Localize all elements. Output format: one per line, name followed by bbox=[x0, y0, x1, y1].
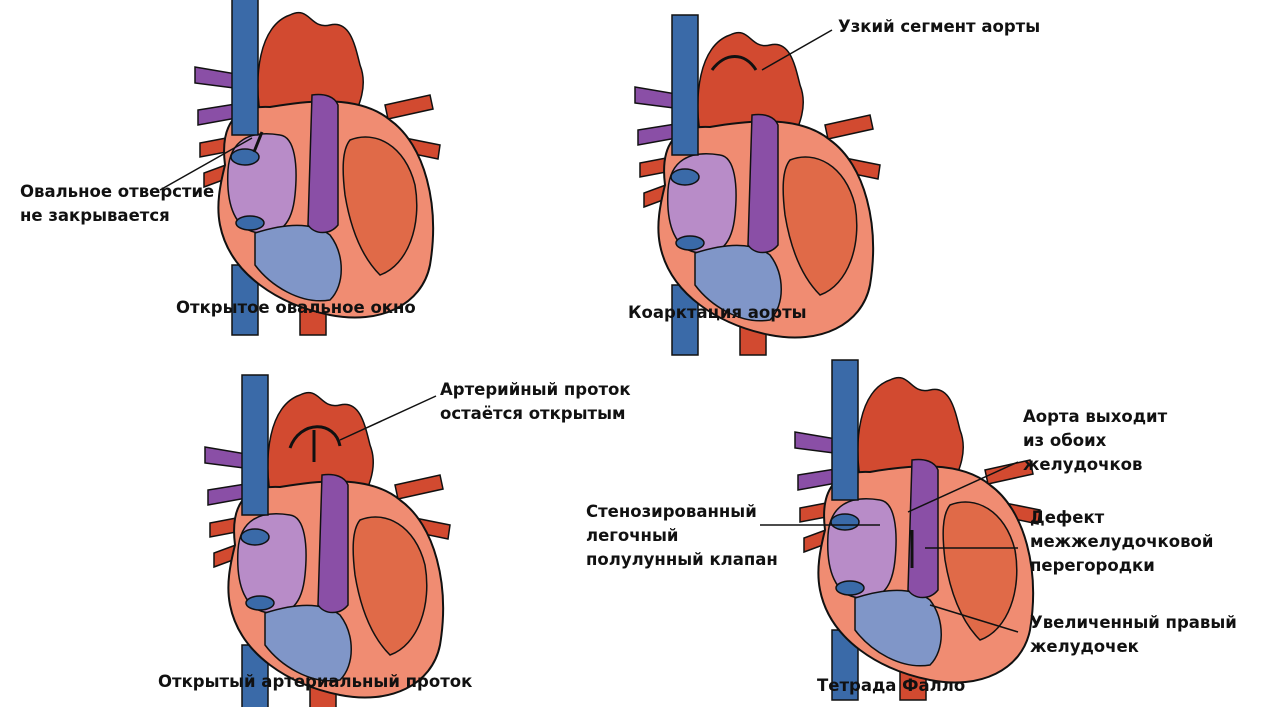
pointer-lines bbox=[159, 29, 1019, 633]
caption-pfo: Открытое овальное окно bbox=[176, 298, 416, 317]
label-oval-foramen: Овальное отверстие не закрывается bbox=[20, 182, 215, 225]
label-stenosis: Стенозированный легочный полулунный клап… bbox=[586, 502, 778, 569]
label-rvh: Увеличенный правый желудочек bbox=[1030, 613, 1237, 656]
caption-coarctation: Коарктация аорты bbox=[628, 303, 807, 322]
heart-pda bbox=[204, 374, 451, 711]
heart-pfo bbox=[194, 0, 441, 336]
label-ductus: Артерийный проток остаётся открытым bbox=[440, 380, 631, 423]
label-narrow-aorta: Узкий сегмент аорты bbox=[838, 17, 1041, 36]
heart-tetralogy bbox=[794, 359, 1041, 701]
flow-arrows bbox=[252, 55, 914, 568]
label-vsd: Дефект межжелудочковой перегородки bbox=[1030, 508, 1214, 575]
caption-tetralogy: Тетрада Фалло bbox=[817, 676, 966, 695]
label-overriding-aorta: Аорта выходит из обоих желудочков bbox=[1023, 407, 1168, 474]
caption-pda: Открытый артериальный проток bbox=[158, 672, 473, 691]
